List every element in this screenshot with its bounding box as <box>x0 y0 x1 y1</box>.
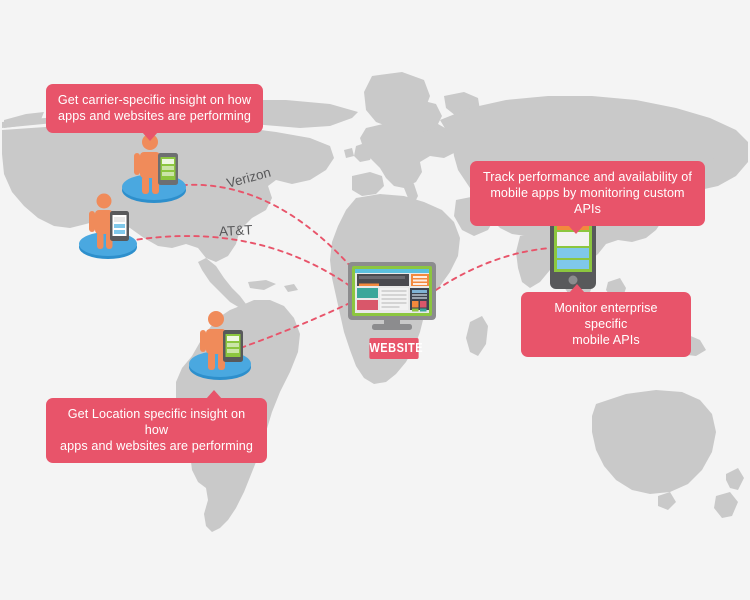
callout-carrier-insight[interactable]: Get carrier-specific insight on how apps… <box>46 84 263 141</box>
sidebar-tile-green <box>412 308 419 312</box>
sidebar-tile-red <box>420 301 427 308</box>
browser-nav-accent <box>359 283 379 286</box>
callout-carrier-line2: apps and websites are performing <box>58 109 251 123</box>
smartphone-c <box>223 330 243 362</box>
mobile-api-phone <box>549 206 597 295</box>
callout-location-insight[interactable]: Get Location specific insight on how app… <box>46 390 267 463</box>
callout-monitor-apis[interactable]: Monitor enterprise specific mobile APIs <box>521 284 691 357</box>
callout-track-line1: Track performance and availability of <box>482 170 693 184</box>
monitor-stand-neck <box>384 316 400 326</box>
phone-card-blue-1 <box>557 248 589 258</box>
smartphone-b <box>110 211 129 241</box>
callout-tail <box>569 284 585 293</box>
connector-location <box>231 301 353 352</box>
callout-track-performance[interactable]: Track performance and availability of mo… <box>470 161 705 234</box>
callout-monitor-line2: mobile APIs <box>572 333 640 347</box>
callout-location-line2: apps and websites are performing <box>60 439 253 453</box>
content-block-teal <box>357 288 378 298</box>
callout-carrier-line1: Get carrier-specific insight on how <box>57 93 252 107</box>
callout-tail <box>568 225 584 234</box>
connector-api <box>435 247 553 291</box>
browser-title-bar <box>355 269 429 273</box>
callout-tail <box>142 132 158 141</box>
callout-track-line2: mobile apps by monitoring custom APIs <box>490 186 685 216</box>
mobile-user-c <box>180 307 262 386</box>
phone-card-blue-2 <box>557 260 589 269</box>
monitor-stand-base <box>372 324 412 330</box>
mobile-user-a <box>112 131 196 210</box>
content-block-red <box>357 300 378 310</box>
smartphone-a <box>158 153 178 185</box>
phone-home-button <box>568 275 578 285</box>
callout-tail <box>206 390 222 399</box>
mobile-user-b <box>70 191 148 266</box>
sidebar-tile-orange <box>412 301 419 308</box>
website-badge: WEBSITE <box>369 338 423 359</box>
phone-card-white <box>557 232 589 246</box>
connector-att <box>127 235 351 287</box>
website-monitor <box>344 258 440 341</box>
carrier-label-att: AT&T <box>218 222 253 239</box>
callout-monitor-line1: Monitor enterprise specific <box>554 301 658 331</box>
sidebar-tile-teal <box>420 308 427 312</box>
connector-verizon <box>172 183 353 269</box>
callout-location-line1: Get Location specific insight on how <box>67 407 246 437</box>
